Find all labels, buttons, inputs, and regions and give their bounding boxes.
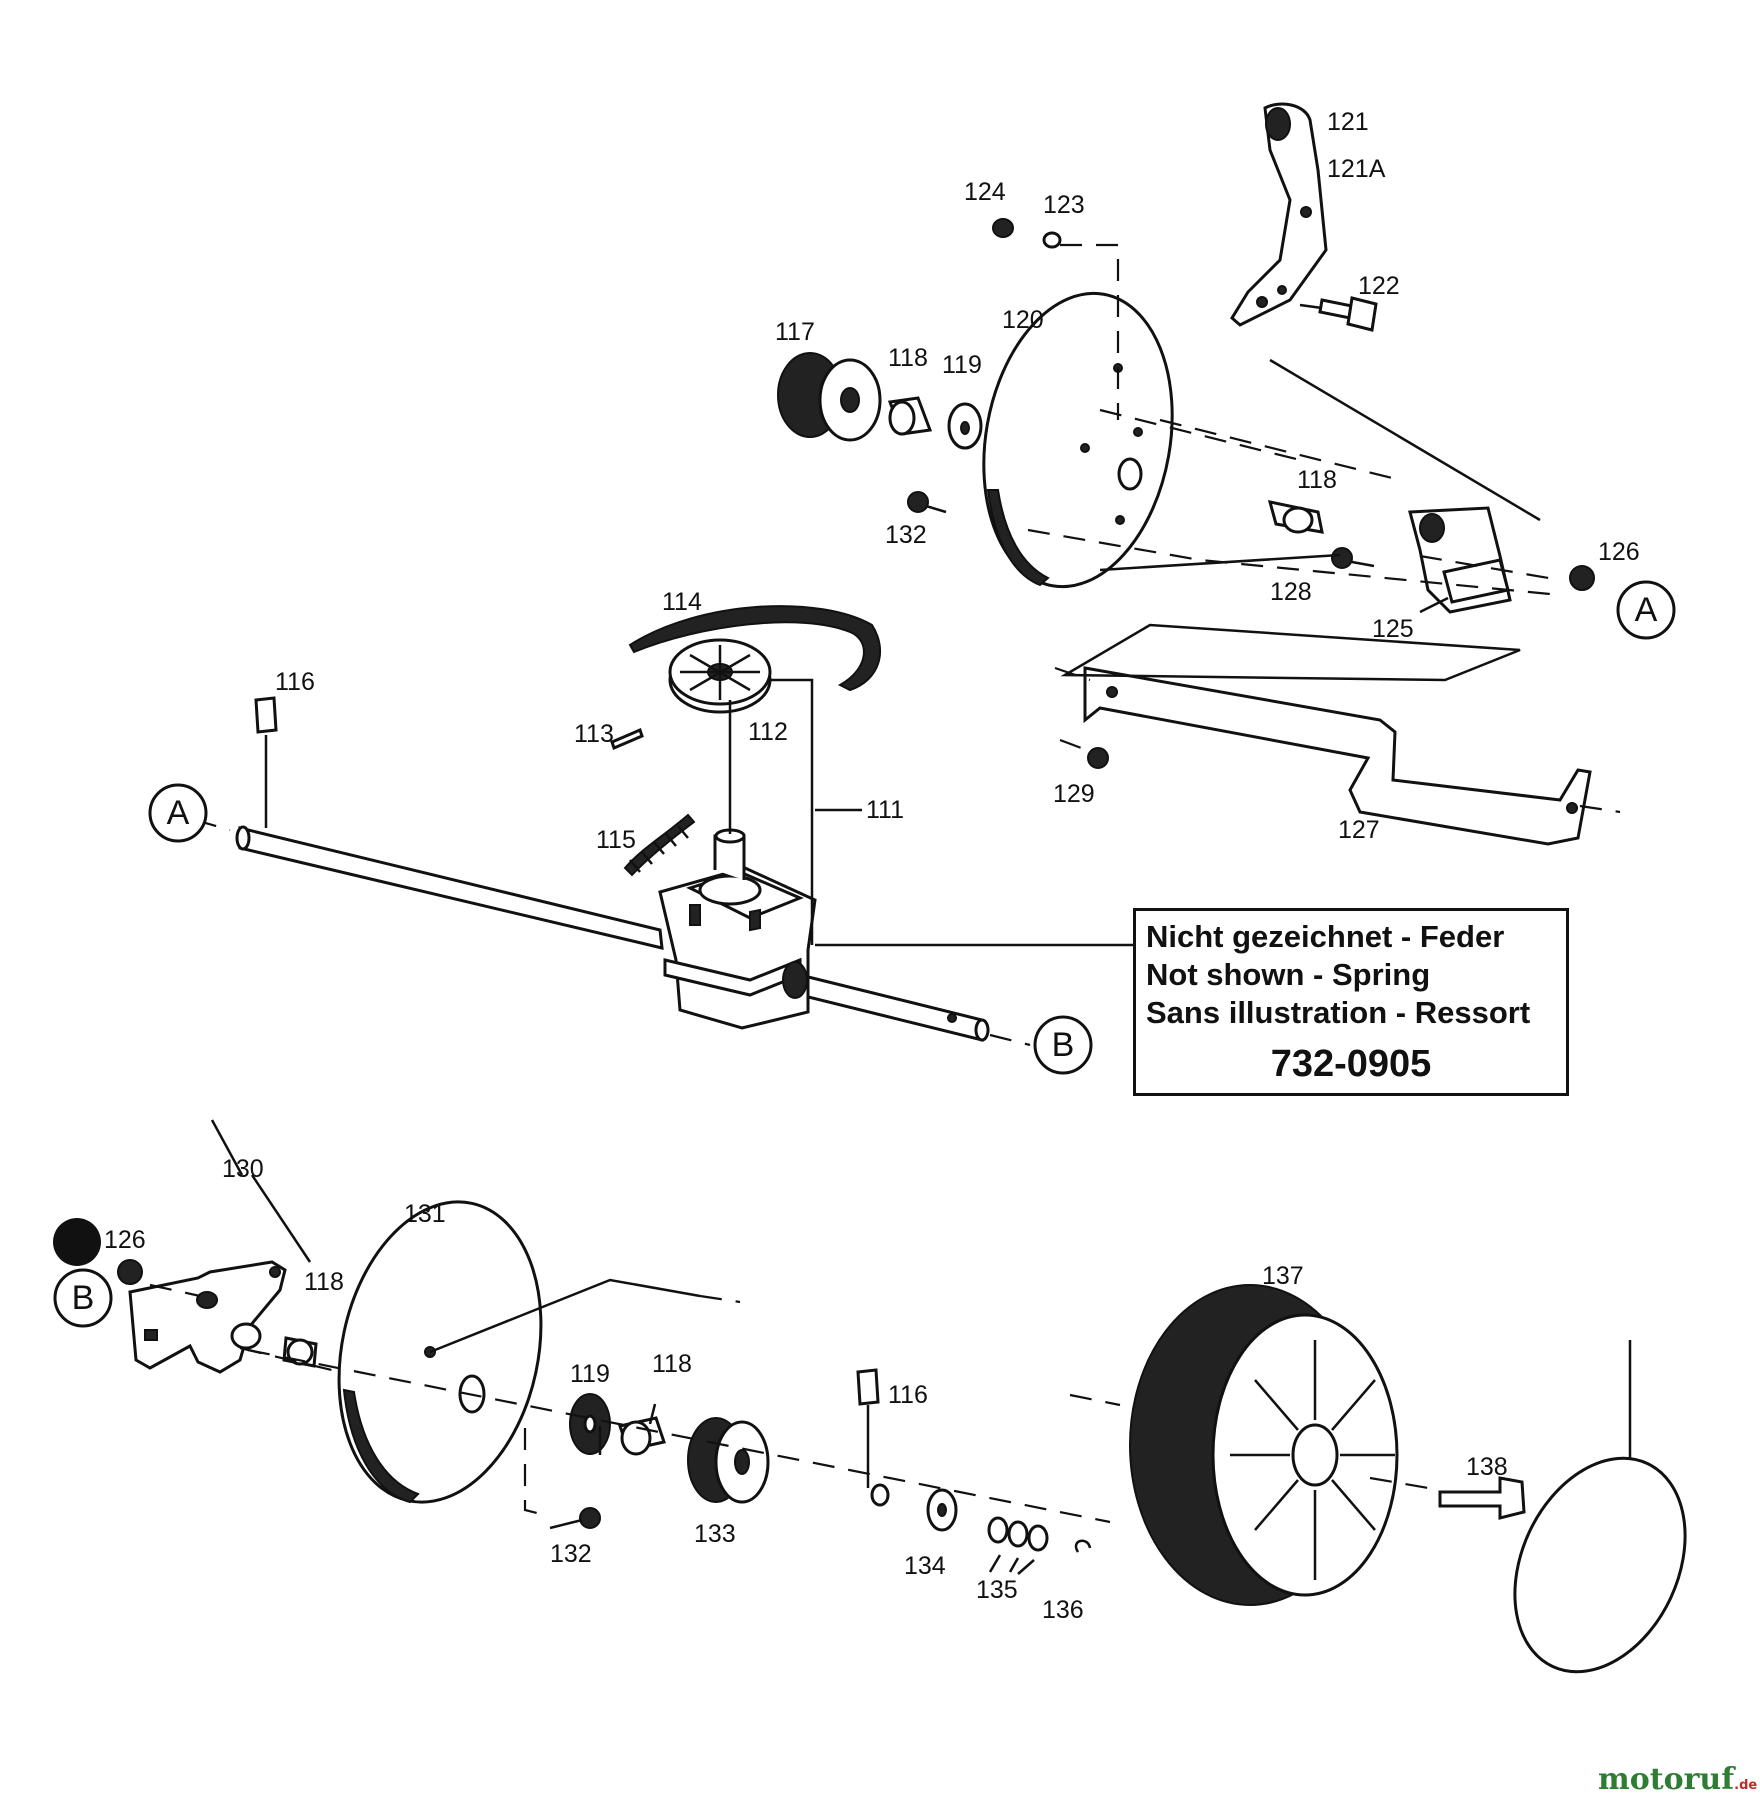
watermark-suffix: .de bbox=[1734, 1778, 1758, 1793]
note-line-german: Nicht gezeichnet - Feder bbox=[1146, 919, 1505, 954]
pulley-112 bbox=[668, 638, 772, 714]
bushing-118-bottom bbox=[618, 1416, 666, 1456]
label-132-top: 132 bbox=[885, 521, 927, 549]
wheel-137 bbox=[1129, 1284, 1399, 1606]
drive-lever-assembly bbox=[1230, 102, 1378, 332]
clip-136 bbox=[1074, 1539, 1092, 1553]
note-part-number: 732-0905 bbox=[1270, 1043, 1432, 1085]
washer-134 bbox=[926, 1488, 958, 1532]
label-119-top: 119 bbox=[942, 351, 982, 379]
label-118-bottom-left: 118 bbox=[304, 1268, 344, 1296]
svg-text:B: B bbox=[72, 1279, 95, 1317]
label-125: 125 bbox=[1372, 615, 1414, 643]
label-112: 112 bbox=[748, 718, 788, 746]
not-shown-note: Nicht gezeichnet - Feder Not shown - Spr… bbox=[1133, 908, 1569, 1096]
key-116-top bbox=[254, 696, 278, 828]
hubcap bbox=[1513, 1340, 1687, 1674]
ref-circle-b-lower: B bbox=[53, 1268, 113, 1328]
ref-circle-a-right: A bbox=[1616, 580, 1676, 640]
label-114: 114 bbox=[662, 588, 702, 616]
label-116-top: 116 bbox=[275, 668, 315, 696]
svg-text:B: B bbox=[1052, 1026, 1075, 1064]
pin-113 bbox=[610, 727, 644, 751]
label-118-top: 118 bbox=[888, 344, 928, 372]
bracket-125 bbox=[1408, 506, 1512, 614]
frame-127 bbox=[1054, 623, 1621, 846]
spring-115 bbox=[623, 813, 696, 877]
axle-bolt-138 bbox=[1438, 1476, 1526, 1520]
label-117: 117 bbox=[775, 318, 815, 346]
label-118-bottom: 118 bbox=[652, 1350, 692, 1378]
label-133: 133 bbox=[694, 1520, 736, 1548]
label-136: 136 bbox=[1042, 1596, 1084, 1624]
label-111: 111 bbox=[866, 796, 904, 824]
label-126-top: 126 bbox=[1598, 538, 1640, 566]
brand-watermark: motoruf.de bbox=[1598, 1762, 1757, 1797]
label-123: 123 bbox=[1043, 191, 1085, 219]
label-122: 122 bbox=[1358, 272, 1400, 300]
label-121a: 121A bbox=[1327, 155, 1386, 183]
label-119-bottom: 119 bbox=[570, 1360, 610, 1388]
label-130: 130 bbox=[222, 1155, 264, 1183]
screw-132-top bbox=[907, 491, 947, 514]
label-135: 135 bbox=[976, 1576, 1018, 1604]
label-127: 127 bbox=[1338, 816, 1380, 844]
gearbox bbox=[658, 828, 817, 1030]
nut-126-top bbox=[1569, 565, 1595, 591]
bracket-130 bbox=[128, 1260, 287, 1374]
ref-circle-a-left: A bbox=[148, 783, 208, 843]
label-121: 121 bbox=[1327, 108, 1369, 136]
label-128: 128 bbox=[1270, 578, 1312, 606]
svg-text:A: A bbox=[1635, 591, 1658, 629]
belt-114 bbox=[628, 605, 881, 692]
nut-128 bbox=[1331, 547, 1375, 569]
spacers-135 bbox=[987, 1516, 1049, 1552]
note-line-french: Sans illustration - Ressort bbox=[1146, 995, 1531, 1030]
label-134: 134 bbox=[904, 1552, 946, 1580]
key-116-bottom bbox=[856, 1368, 890, 1507]
label-115: 115 bbox=[596, 826, 636, 854]
drive-axle bbox=[235, 825, 990, 1042]
washer-123 bbox=[1042, 231, 1062, 249]
label-132-bottom: 132 bbox=[550, 1540, 592, 1568]
label-131: 131 bbox=[404, 1200, 446, 1228]
drive-wheel-120 bbox=[982, 291, 1174, 589]
label-129: 129 bbox=[1053, 780, 1095, 808]
nut-124 bbox=[992, 218, 1014, 238]
nut-126-bottom bbox=[117, 1259, 143, 1285]
watermark-brand: motoruf bbox=[1598, 1762, 1735, 1797]
washer-119-top bbox=[947, 402, 983, 450]
screw-132-bottom bbox=[523, 1428, 601, 1530]
filled-dot-marker bbox=[53, 1218, 101, 1266]
bushing-118-mid bbox=[1267, 500, 1324, 534]
gear-117 bbox=[777, 352, 882, 442]
washer-119-bottom bbox=[569, 1393, 611, 1455]
bushing-118-top bbox=[887, 396, 933, 436]
gear-133 bbox=[687, 1417, 770, 1504]
drive-wheel-131 bbox=[337, 1200, 543, 1504]
ref-circle-b-middle: B bbox=[1033, 1015, 1093, 1075]
label-120: 120 bbox=[1002, 306, 1044, 334]
note-line-english: Not shown - Spring bbox=[1146, 957, 1431, 992]
label-137: 137 bbox=[1262, 1262, 1304, 1290]
bushing-118-bottom-left bbox=[282, 1336, 318, 1368]
label-118-mid: 118 bbox=[1297, 466, 1337, 494]
label-113: 113 bbox=[574, 720, 614, 748]
label-124: 124 bbox=[964, 178, 1006, 206]
part-labels: 121 121A 124 123 122 120 117 118 119 118… bbox=[104, 108, 1640, 1624]
nut-129 bbox=[1059, 738, 1109, 769]
label-138: 138 bbox=[1466, 1453, 1508, 1481]
svg-text:A: A bbox=[167, 794, 190, 832]
label-126-bottom: 126 bbox=[104, 1226, 146, 1254]
label-116-bottom: 116 bbox=[888, 1381, 928, 1409]
